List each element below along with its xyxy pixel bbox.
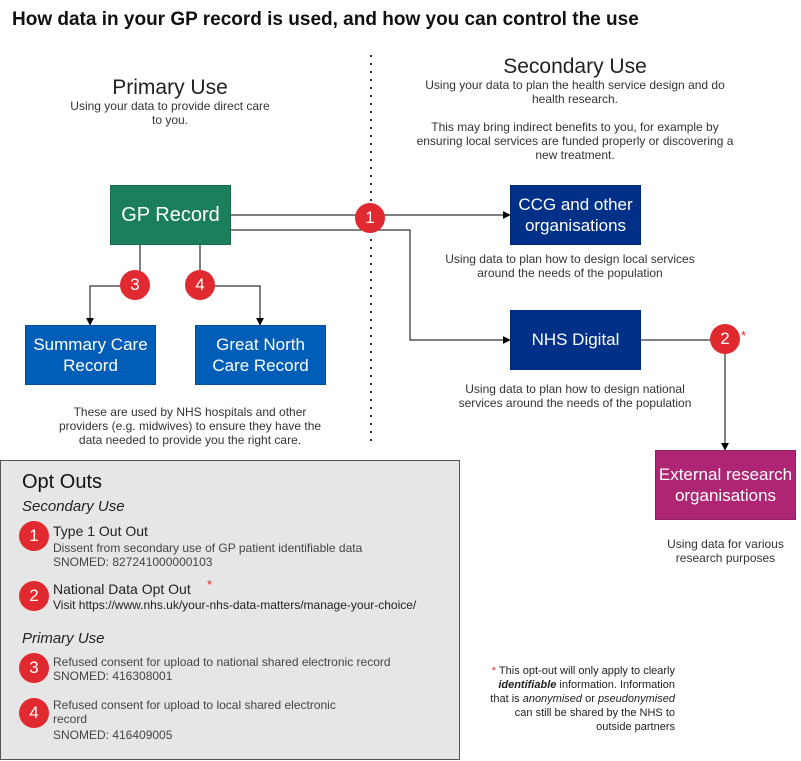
opt-outs-secondary-heading: Secondary Use [22, 498, 125, 515]
primary-use-description: Using your data to provide direct care t… [70, 99, 270, 127]
opt-out-2-badge: 2 [19, 581, 49, 611]
nhs-digital-label: NHS Digital [531, 330, 620, 349]
footnote-identifiable: identifiable [498, 679, 557, 691]
external-research-label: External research organisations [658, 465, 793, 505]
opt-out-2-link[interactable]: Visit https://www.nhs.uk/your-nhs-data-m… [53, 598, 417, 612]
nhs-digital-caption: Using data to plan how to design nationa… [458, 382, 692, 410]
external-research-caption: Using data for various research purposes [667, 537, 784, 565]
opt-out-1-detail: Dissent from secondary use of GP patient… [53, 541, 363, 555]
gp-record-label: GP Record [121, 203, 220, 226]
gp-record-box: GP Record [110, 185, 231, 245]
footnote-part-1: This opt-out will only apply to clearly [498, 665, 675, 677]
opt-out-2-title: National Data Opt Out [53, 581, 191, 597]
footnote-part-3: information. Information that is [490, 679, 675, 705]
badge-1: 1 [355, 203, 385, 233]
summary-care-record-box: Summary Care Record [25, 325, 156, 385]
arrow-gp-to-nhs-digital [230, 229, 511, 344]
opt-outs-title: Opt Outs [22, 471, 103, 493]
opt-outs-primary-heading: Primary Use [22, 630, 105, 647]
opt-out-4-snomed: SNOMED: 416409005 [53, 728, 173, 742]
primary-records-caption: These are used by NHS hospitals and othe… [58, 405, 322, 447]
opt-out-3-badge: 3 [19, 653, 49, 683]
footnote-part-5: or [582, 693, 598, 705]
nhs-digital-box: NHS Digital [510, 310, 641, 370]
arrow-gp-to-summary-care [86, 245, 141, 326]
opt-out-1-title: Type 1 Out Out [53, 523, 148, 539]
arrow-gp-to-great-north [199, 245, 264, 326]
footnote-asterisk: * [491, 665, 497, 677]
opt-out-2-asterisk: * [207, 577, 213, 592]
opt-out-4-title: Refused consent for upload to local shar… [53, 698, 336, 726]
footnote-pseudonymised: pseudonymised [597, 693, 675, 705]
badge-2-asterisk: * [741, 328, 747, 343]
secondary-use-heading: Secondary Use [503, 55, 647, 78]
opt-outs-panel [0, 460, 460, 760]
opt-out-1-badge: 1 [19, 521, 49, 551]
opt-out-1-snomed: SNOMED: 827241000000103 [53, 555, 213, 569]
secondary-use-benefits: This may bring indirect benefits to you,… [416, 120, 734, 162]
badge-3: 3 [120, 270, 150, 300]
page-title: How data in your GP record is used, and … [12, 9, 639, 30]
primary-use-heading: Primary Use [112, 76, 228, 99]
ccg-label: CCG and other organisations [518, 195, 633, 235]
opt-out-3-title: Refused consent for upload to national s… [53, 655, 391, 669]
footnote-anonymised: anonymised [522, 693, 583, 705]
external-research-box: External research organisations [655, 450, 796, 520]
footnote: * This opt-out will only apply to clearl… [480, 664, 675, 734]
ccg-caption: Using data to plan how to design local s… [445, 252, 695, 280]
great-north-care-record-box: Great North Care Record [195, 325, 326, 385]
ccg-box: CCG and other organisations [510, 185, 641, 245]
footnote-part-7: can still be shared by the NHS to outsid… [514, 707, 675, 733]
opt-out-4-badge: 4 [19, 698, 49, 728]
great-north-care-record-label: Great North Care Record [212, 335, 309, 375]
secondary-use-description: Using your data to plan the health servi… [425, 78, 725, 106]
summary-care-record-label: Summary Care Record [33, 335, 148, 375]
badge-4: 4 [185, 270, 215, 300]
badge-2: 2 [710, 324, 740, 354]
opt-out-3-snomed: SNOMED: 416308001 [53, 669, 173, 683]
